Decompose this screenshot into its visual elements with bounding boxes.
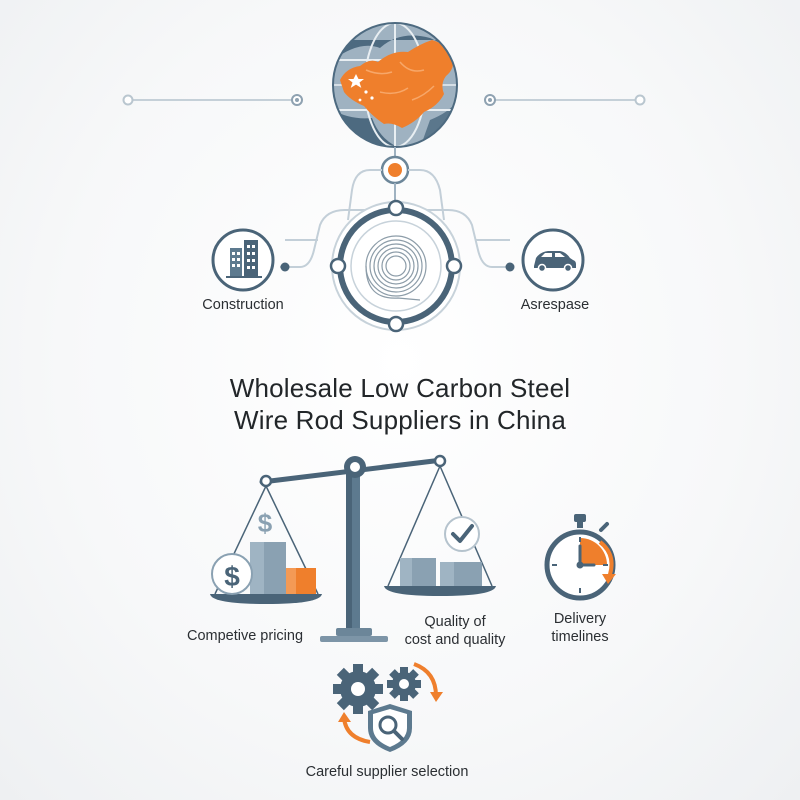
connector-node <box>380 147 410 200</box>
quality-goods <box>400 558 482 586</box>
decorative-line-right <box>484 94 646 106</box>
circuit-lines <box>280 169 510 268</box>
delivery-label: Delivery timelines <box>530 610 630 646</box>
china-map-shape <box>340 40 454 128</box>
wire-coil-icon <box>329 199 463 333</box>
construction-label: Construction <box>202 297 284 313</box>
dollar-icon: $ <box>211 553 253 595</box>
gears-icon <box>333 662 443 744</box>
globe-china-icon <box>332 22 458 148</box>
aerospace-label: Asrespase <box>520 297 590 313</box>
title-line-1: Wholesale Low Carbon Steel <box>229 373 571 403</box>
delivery-label-line-1: Delivery <box>553 611 607 627</box>
selection-label: Careful supplier selection <box>305 764 469 780</box>
decorative-line-left <box>122 94 303 106</box>
svg-text:$: $ <box>224 561 240 592</box>
quality-label-line-1: Quality of <box>424 614 486 630</box>
pricing-label: Competive pricing <box>186 628 304 644</box>
dollar-sign-small: $ <box>258 508 273 538</box>
quality-label-line-2: cost and quality <box>404 632 506 648</box>
building-icon <box>211 228 275 292</box>
car-icon <box>521 228 585 292</box>
page-title: Wholesale Low Carbon Steel Wire Rod Supp… <box>100 372 700 436</box>
checkmark-icon <box>444 516 480 552</box>
title-line-2: Wire Rod Suppliers in China <box>234 405 566 435</box>
quality-label: Quality of cost and quality <box>385 613 525 649</box>
delivery-label-line-2: timelines <box>551 629 609 645</box>
svg-text:$: $ <box>258 508 273 538</box>
pricing-goods <box>250 542 316 594</box>
stopwatch-icon <box>544 514 616 601</box>
shield-search-icon <box>368 704 412 752</box>
